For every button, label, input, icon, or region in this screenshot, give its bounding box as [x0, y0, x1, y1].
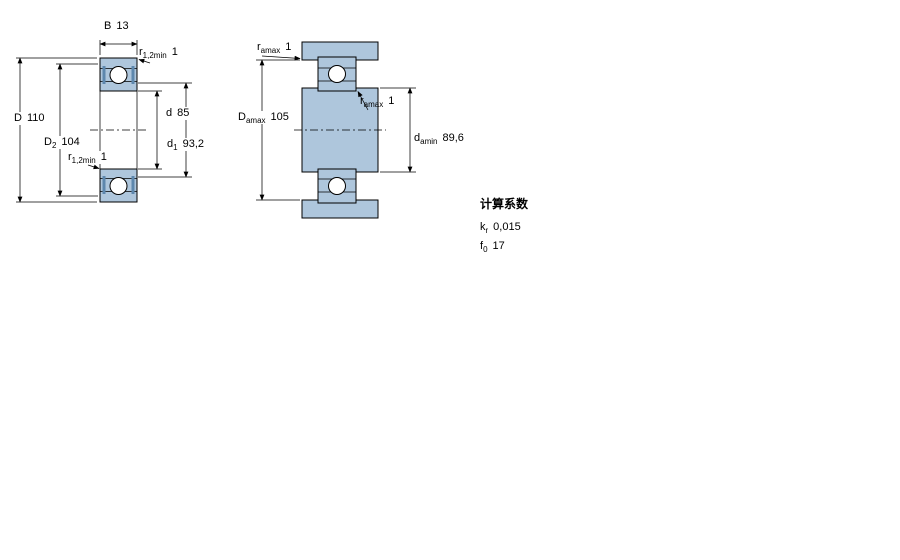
leader-ra-top: [261, 55, 301, 61]
seal-icon: [102, 176, 106, 194]
seal-icon: [102, 66, 106, 84]
ball-bottom: [328, 177, 346, 195]
seal-icon: [131, 176, 135, 194]
ball-top: [109, 66, 128, 84]
ball-top: [328, 65, 346, 83]
leader-r12-top: [138, 58, 151, 64]
bearing-section-top: [317, 56, 357, 92]
right-abutment-drawing: [294, 41, 386, 219]
leader-ra-mid: [357, 90, 369, 111]
seal-icon: [131, 66, 135, 84]
leader-r12-mid: [87, 164, 100, 170]
calculation-factors-title: 计算系数: [480, 197, 529, 211]
ball-bottom: [109, 177, 128, 195]
right-dimension-lines: [256, 55, 416, 201]
left-bearing-cross-section: [90, 57, 147, 203]
left-dimension-lines: [16, 40, 192, 203]
